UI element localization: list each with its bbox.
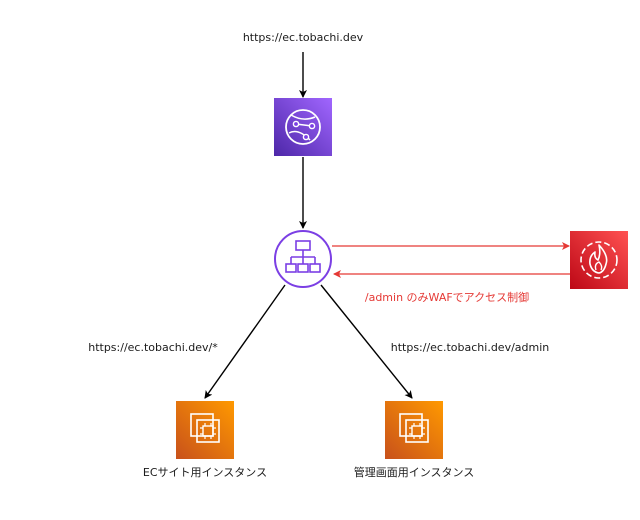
waf-note-label: /admin のみWAFでアクセス制御 — [365, 290, 529, 304]
top-url-label: https://ec.tobachi.dev — [243, 31, 364, 44]
load-balancer-icon — [274, 230, 332, 288]
path-admin-label: https://ec.tobachi.dev/admin — [391, 341, 550, 354]
ec-instance-icon — [176, 401, 234, 459]
waf-icon — [570, 231, 628, 289]
admin-instance-label: 管理画面用インスタンス — [354, 465, 475, 479]
path-all-label: https://ec.tobachi.dev/* — [88, 341, 218, 354]
admin-instance-icon — [385, 401, 443, 459]
arrow-alb-to-ec-instance — [204, 284, 286, 399]
cloudfront-icon — [274, 98, 332, 156]
ec-instance-label: ECサイト用インスタンス — [143, 466, 267, 479]
arrow-alb-to-admin-instance — [320, 284, 413, 399]
